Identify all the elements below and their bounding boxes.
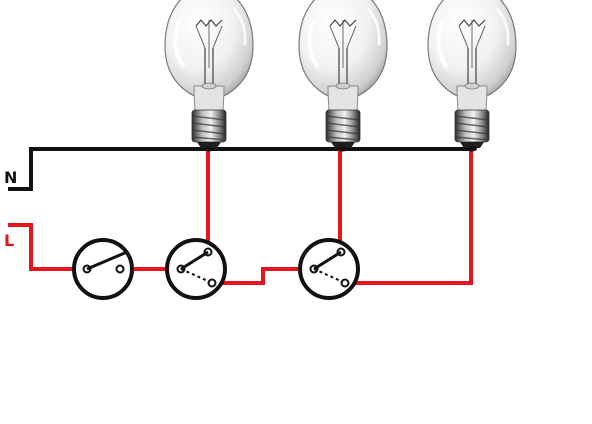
lamp-1 — [163, 0, 255, 154]
live-wire — [8, 149, 473, 285]
switch-3 — [298, 238, 360, 300]
switch-1 — [72, 238, 134, 300]
neutral-label: N — [4, 168, 17, 187]
lamp-2 — [297, 0, 389, 154]
lamp-3 — [426, 0, 518, 154]
live-label: L — [4, 231, 14, 250]
neutral-wire — [8, 147, 474, 191]
switch-2 — [165, 238, 227, 300]
